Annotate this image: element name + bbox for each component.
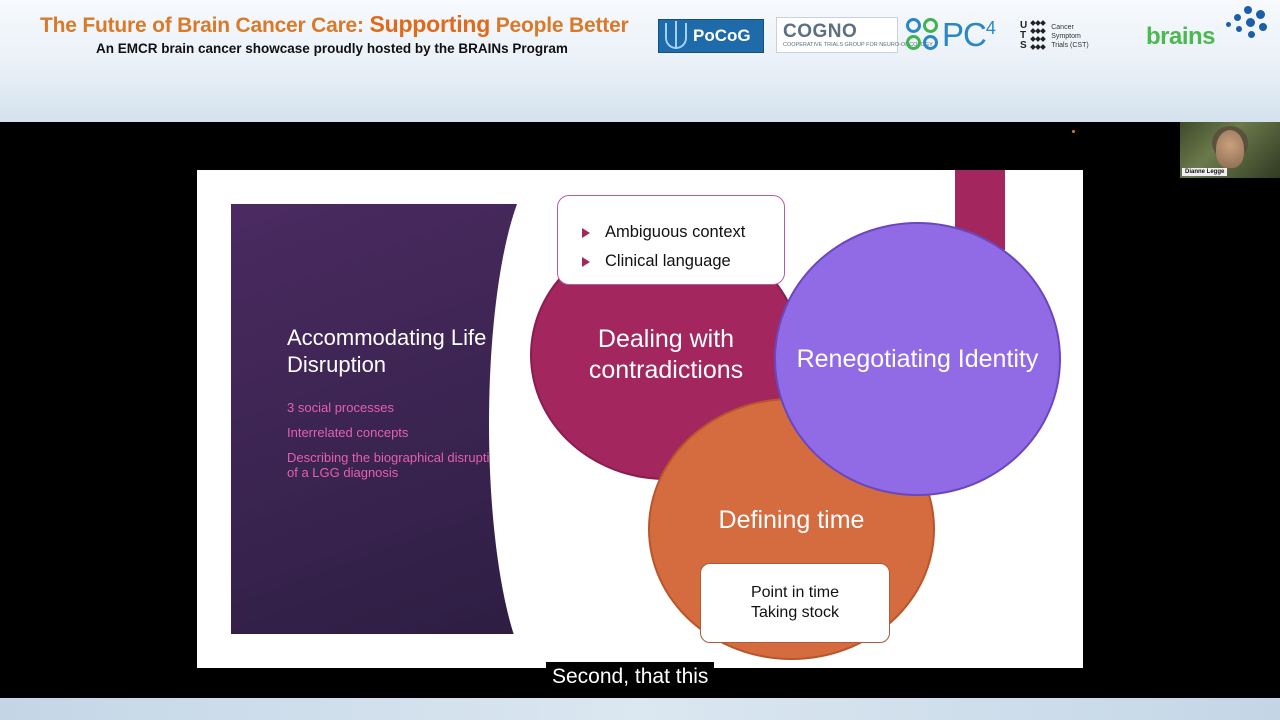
cogno-logo: COGNO COOPERATIVE TRIALS GROUP FOR NEURO… (776, 17, 898, 53)
banner-subtitle: An EMCR brain cancer showcase proudly ho… (96, 41, 568, 56)
bullet-text: Ambiguous context (605, 223, 745, 242)
pc4-logo-letters: PC (942, 16, 986, 53)
time-box: Point in time Taking stock (700, 563, 890, 643)
uts-cst-logo: U T S Cancer Symptom Trials (CST) (1020, 19, 1089, 53)
time-box-line: Point in time (751, 583, 839, 603)
presentation-slide: Accommodating Life Disruption 3 social p… (197, 170, 1083, 668)
pc4-logo-superscript: 4 (986, 18, 995, 38)
slide-point: Interrelated concepts (287, 425, 517, 440)
speaker-avatar (1216, 130, 1244, 168)
banner-title-part2: People Better (490, 14, 628, 37)
uts-letters: U T S (1020, 21, 1027, 51)
triangle-bullet-icon (582, 257, 590, 267)
conference-banner: The Future of Brain Cancer Care: Support… (0, 0, 1280, 122)
slide-point: 3 social processes (287, 400, 517, 415)
cst-line: Cancer (1051, 23, 1088, 32)
uts-diamond-icon (1031, 21, 1047, 51)
dots-cluster-icon (1226, 4, 1270, 44)
uts-letter: S (1020, 41, 1027, 51)
triangle-bullet-icon (582, 228, 590, 238)
bullet-row: Clinical language (582, 247, 784, 276)
pc4-logo-text: PC4 (942, 16, 995, 54)
pointer-dot (1072, 130, 1075, 133)
pocog-logo: PoCoG (658, 19, 764, 53)
banner-title-part1: The Future of Brain Cancer Care: (40, 14, 369, 37)
bottom-strip (0, 698, 1280, 720)
brains-logo-text: brains (1146, 23, 1215, 51)
speaker-name-tag: Dianne Legge (1182, 168, 1227, 176)
pc4-rings-icon (906, 18, 940, 52)
pocog-logo-text: PoCoG (693, 26, 751, 46)
bullet-row: Ambiguous context (582, 218, 784, 247)
slide-point: Describing the biographical disruption o… (287, 450, 517, 480)
banner-title: The Future of Brain Cancer Care: Support… (40, 11, 629, 38)
psi-icon (665, 23, 687, 49)
cst-line: Trials (CST) (1051, 41, 1088, 50)
speaker-webcam-thumbnail[interactable]: Dianne Legge (1180, 122, 1280, 178)
circle-label: Defining time (719, 506, 865, 535)
slide-title: Accommodating Life Disruption (287, 324, 527, 378)
time-box-line: Taking stock (751, 603, 839, 623)
circle-label: Dealing with contradictions (532, 324, 800, 386)
circle-label: Renegotiating Identity (797, 344, 1039, 375)
circle-identity: Renegotiating Identity (774, 222, 1061, 496)
cst-line: Symptom (1051, 32, 1088, 41)
pc4-logo: PC4 (906, 17, 995, 53)
panel-accent-stripe (533, 204, 547, 634)
bullet-text: Clinical language (605, 252, 731, 271)
video-stage: Accommodating Life Disruption 3 social p… (0, 122, 1280, 698)
slide-left-panel: Accommodating Life Disruption 3 social p… (231, 204, 549, 634)
cst-logo-text: Cancer Symptom Trials (CST) (1051, 23, 1088, 50)
live-caption: Second, that this (546, 662, 714, 692)
ambiguity-box: Ambiguous context Clinical language (557, 195, 785, 285)
banner-title-emphasis: Supporting (369, 11, 490, 37)
slide-points-list: 3 social processes Interrelated concepts… (287, 400, 517, 490)
brains-logo: brains (1146, 4, 1270, 54)
